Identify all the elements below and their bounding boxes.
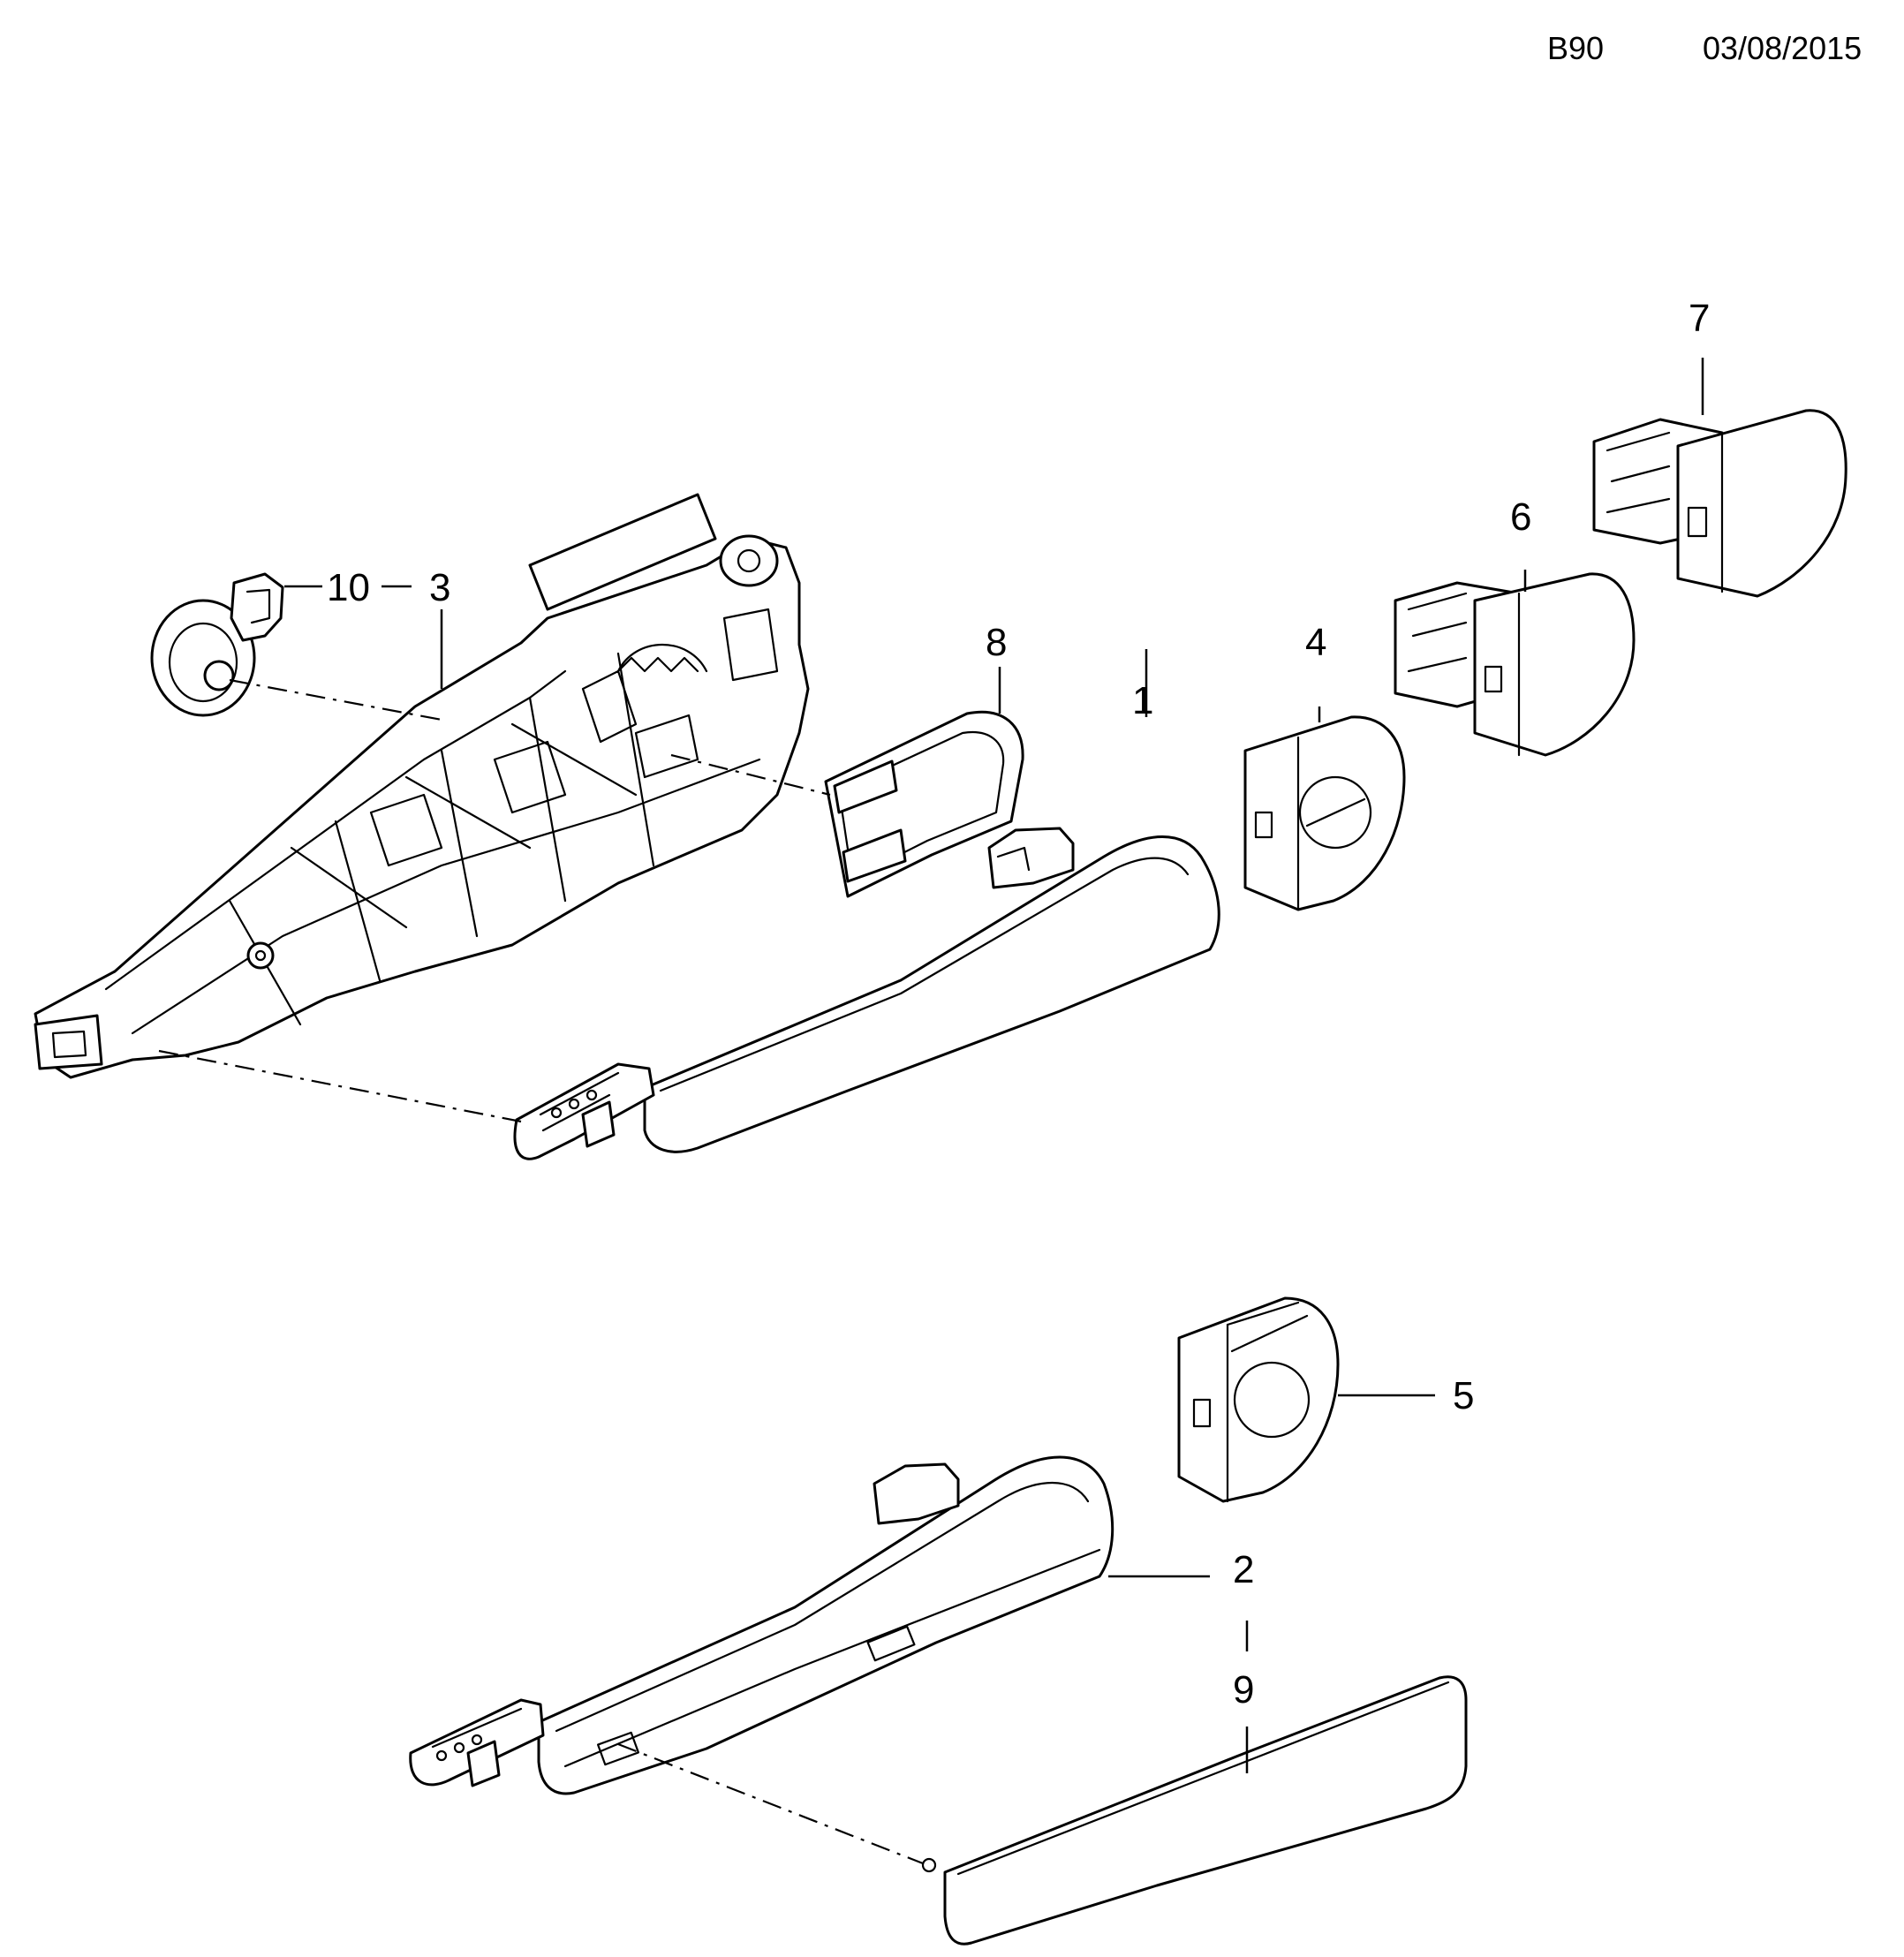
diagram-code: B90: [1547, 30, 1605, 66]
leader-lines: [284, 358, 1704, 1773]
part-4-lock-cover: [1243, 715, 1406, 911]
callout-9: 9: [1233, 1668, 1254, 1711]
callout-2: 2: [1233, 1548, 1254, 1591]
callout-7: 7: [1689, 297, 1710, 340]
callout-6: 6: [1510, 495, 1531, 539]
callout-8: 8: [986, 621, 1007, 664]
callout-1: 1: [1132, 679, 1153, 722]
part-2-door-handle: [409, 1455, 1114, 1795]
callout-5: 5: [1453, 1374, 1474, 1417]
part-3-bracket: [34, 493, 810, 1079]
diagram-date: 03/08/2015: [1703, 30, 1862, 66]
callout-3: 3: [429, 566, 450, 609]
part-10-clip: [150, 572, 284, 717]
part-9-trim-strip: [921, 1675, 1468, 1946]
assembly-lines: [158, 678, 924, 1865]
part-5-lock-cover: [1177, 1296, 1340, 1503]
part-8-gasket: [824, 710, 1024, 898]
callout-labels: 1 2 3 4 5 6 7 8 9 10: [327, 297, 1710, 1711]
part-6-lock-cylinder: [1394, 572, 1636, 757]
part-7-lock-cylinder: [1592, 409, 1847, 598]
callout-10: 10: [327, 566, 370, 609]
callout-4: 4: [1305, 621, 1326, 664]
part-1-door-handle: [513, 827, 1220, 1160]
